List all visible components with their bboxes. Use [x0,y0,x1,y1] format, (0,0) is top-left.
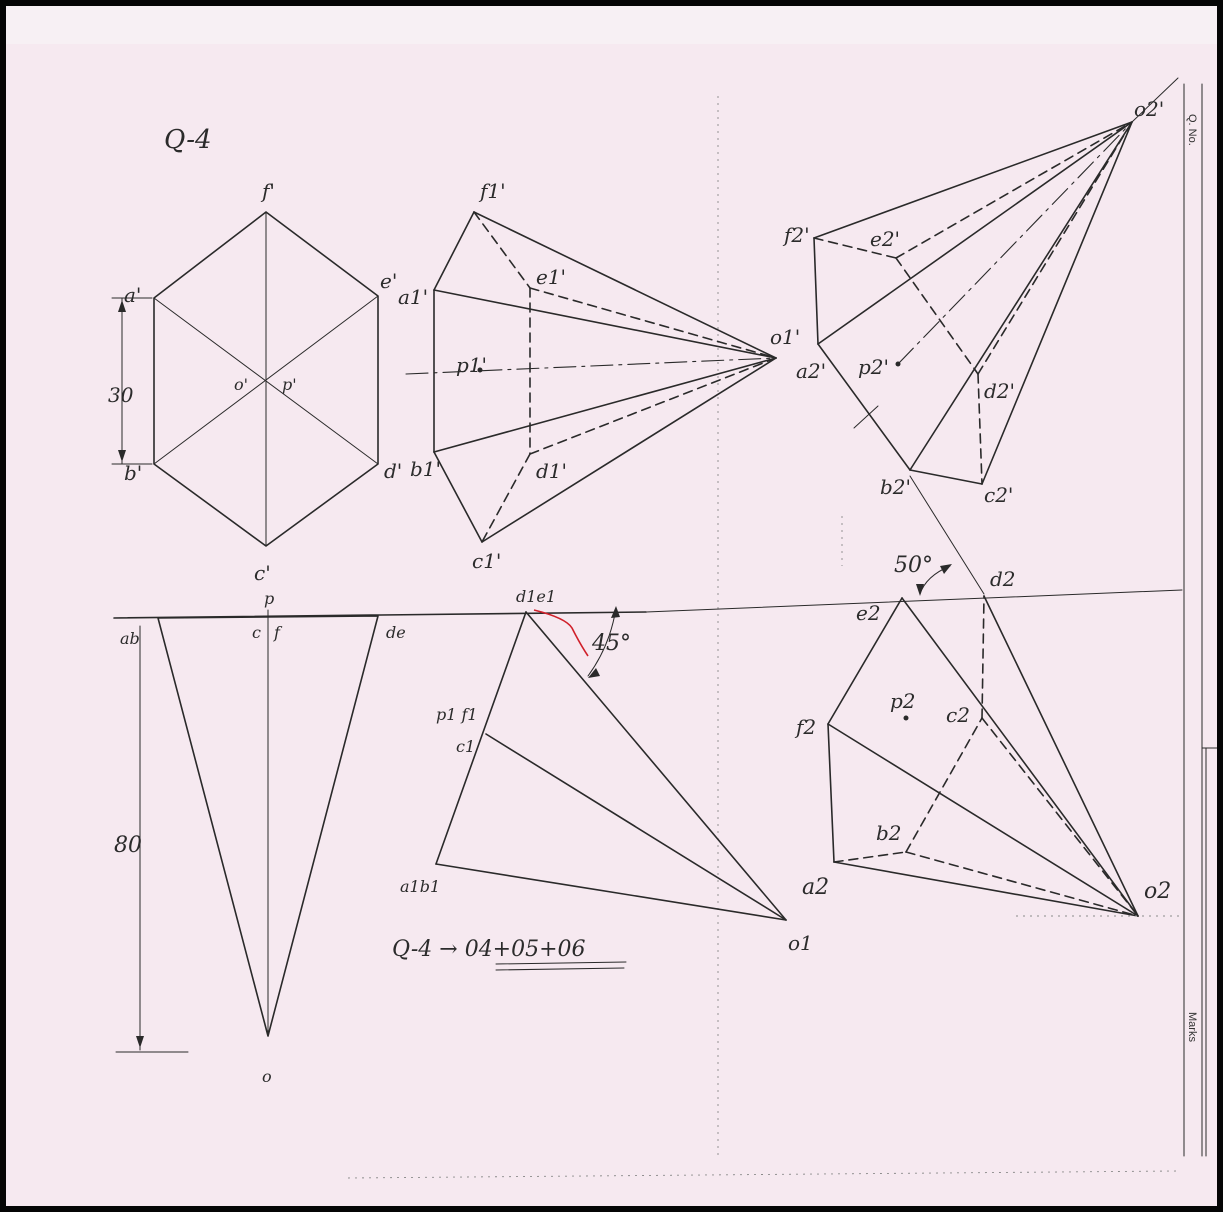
v3-label-a2: a2' [796,359,826,383]
v3-top-label-a2: a2 [802,875,829,900]
q-no-label: Q. No. [1186,114,1198,146]
v1-label-e: e' [380,269,397,293]
dim-30: 30 [108,383,134,407]
view3-top-projection [827,564,1182,917]
xy-line-right [645,589,1183,613]
v1-top-label-f: f [273,623,283,642]
v2-top-label-p1f1: p1 f1 [436,705,478,724]
v3-top-label-o2: o2 [1144,879,1171,904]
v2-top-label-c1: c1 [456,737,475,756]
v2-top-label-o1: o1 [788,931,813,955]
v1-label-p: p' [282,375,297,394]
v3-label-o2: o2' [1134,97,1164,121]
scan-artifacts [347,96,1177,1179]
v1-label-d: d' [384,459,402,483]
v3-label-e2: e2' [870,227,900,251]
answer-underline-1 [495,961,627,965]
v1-label-b: b' [124,461,142,485]
dim-80: 80 [114,833,142,858]
v1-top-label-de: de [386,623,406,642]
v2-label-f1: f1' [478,179,506,203]
projection-drawing: Q. No. Marks Q-4 30 f' a' [108,77,1217,1179]
v2-label-a1: a1' [398,285,428,309]
v3-label-p2: p2' [858,355,889,379]
dim-50: 50° [894,553,933,578]
v2-label-o1: o1' [770,325,800,349]
v1-top-label-c: c [252,623,261,642]
v1-label-c: c' [254,561,271,585]
v2-label-d1: d1' [536,459,567,483]
scan-top-band [6,6,1217,44]
view1-top-triangle [115,609,379,1053]
answer-note: Q-4 → 04+05+06 [392,937,586,962]
v3-label-f2: f2' [782,223,810,247]
v1-label-a: a' [124,283,141,307]
v1-label-o: o' [234,375,248,394]
v2-top-label-a1b1: a1b1 [400,877,440,896]
view2-front-pyramid [405,211,777,543]
v3-top-label-e2: e2 [856,601,881,625]
v3-label-b2: b2' [880,475,911,499]
v2-label-p1: p1' [456,353,487,377]
v2-label-e1: e1' [536,265,566,289]
view3-front-pyramid [813,77,1179,595]
v3-top-label-b2: b2 [876,821,902,845]
v1-top-label-p: p [264,589,274,608]
dim-45: 45° [591,631,631,656]
v3-label-d2: d2' [984,379,1015,403]
v3-top-label-d2: d2 [990,567,1016,591]
v3-top-label-p2: p2 [890,689,916,713]
v2-label-b1: b1' [410,457,441,481]
v3-top-label-c2: c2 [946,703,970,727]
margin-column: Q. No. Marks [1183,83,1217,1157]
view1-front-hexagon [111,211,379,547]
view2-top-triangle [435,606,787,921]
v1-label-f: f' [260,179,275,203]
v3-label-c2: c2' [984,483,1013,507]
v2-top-label-d1e1: d1e1 [516,587,556,606]
question-label: Q-4 [164,125,212,155]
v3-top-label-f2: f2 [794,715,816,739]
v1-top-label-ab: ab [120,629,140,648]
v2-label-c1: c1' [472,549,501,573]
marks-label: Marks [1186,1012,1198,1042]
v1-top-label-o: o [262,1067,272,1086]
answer-underline-2 [495,967,625,971]
